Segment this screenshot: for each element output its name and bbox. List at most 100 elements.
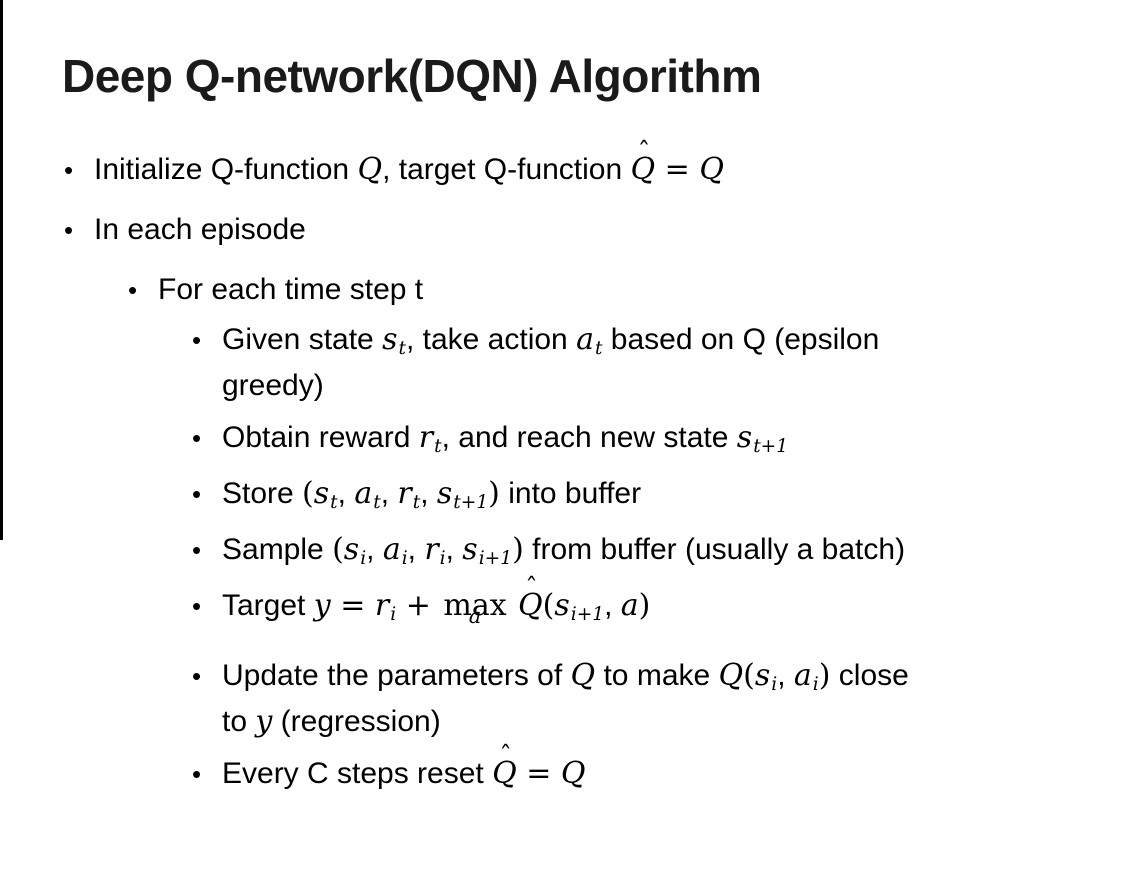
text-segment: , take action	[405, 322, 577, 356]
math-var: y	[255, 703, 273, 739]
text-segment: ,	[366, 532, 383, 566]
math-var-sub: at	[576, 321, 603, 360]
bullet-text: Store (st, at, rt, st+1) into buffer	[222, 473, 1124, 519]
math-var-sub: si	[343, 531, 367, 570]
math-var-sub: ri	[374, 587, 397, 626]
math-var-sub: at	[354, 475, 381, 514]
bullet-icon: •	[192, 478, 202, 509]
math-var-sub: rt	[418, 419, 442, 458]
math-subscript: t	[398, 338, 406, 360]
list-item: • In each episode	[0, 209, 1124, 251]
text-segment: Target	[222, 588, 314, 622]
list-item: • For each time step t	[0, 269, 1124, 311]
text-segment: ,	[420, 476, 437, 510]
math-subscript: i+1	[570, 604, 605, 626]
math-var-sub: ri	[424, 531, 446, 570]
math-op: )	[512, 531, 524, 567]
math-subscript: i	[390, 604, 397, 626]
math-subscript: t	[594, 338, 603, 360]
text-segment	[510, 589, 518, 622]
bullet-text: Sample (si, ai, ri, si+1) from buffer (u…	[222, 529, 1124, 575]
text-segment: from buffer (usually a batch)	[523, 532, 906, 566]
math-var: a	[620, 587, 639, 623]
text-segment: Update the parameters of	[222, 658, 571, 692]
operator-label: max	[443, 587, 507, 623]
text-segment: , and reach new state	[441, 420, 737, 454]
text-segment: ,	[407, 532, 425, 566]
math-op: (	[332, 531, 344, 567]
math-op: )	[488, 475, 500, 511]
hat-accent-icon: ˆ	[637, 137, 651, 168]
text-segment: Every C steps reset	[222, 756, 493, 790]
bullet-icon: •	[192, 660, 202, 691]
list-item: • Store (st, at, rt, st+1) into buffer	[0, 473, 1124, 519]
bullet-icon: •	[192, 758, 202, 789]
text-segment: ,	[777, 658, 794, 692]
bullet-icon: •	[192, 324, 202, 355]
text-segment: ,	[604, 588, 621, 622]
math-subscript: i+1	[478, 548, 513, 570]
math-var: Q	[630, 151, 656, 187]
text-segment: ,	[380, 476, 398, 510]
math-var: Q	[357, 151, 383, 187]
text-segment: For each time step t	[158, 272, 424, 306]
math-var-sub: si+1	[462, 531, 513, 570]
math-op: =	[655, 151, 700, 187]
text-segment: Sample	[222, 532, 333, 566]
text-segment: to make	[595, 658, 719, 692]
text-segment: In each episode	[94, 212, 306, 246]
slide-title: Deep Q-network(DQN) Algorithm	[62, 50, 762, 102]
math-var-sub: ai	[382, 531, 408, 570]
math-subscript: i	[812, 674, 819, 696]
math-subscript: t	[330, 492, 338, 514]
math-var: Q	[560, 755, 586, 791]
math-op: (	[542, 587, 555, 623]
text-segment: Obtain reward	[222, 420, 419, 454]
math-var-sub: ai	[793, 657, 819, 696]
bullet-icon: •	[192, 422, 202, 453]
bullet-text: Update the parameters of Q to make Q(si,…	[222, 655, 1124, 743]
text-segment: based on Q (epsilon	[602, 322, 880, 356]
hat-accent-icon: ˆ	[499, 741, 512, 772]
bullet-icon: •	[64, 154, 74, 185]
list-item: •Sample (si, ai, ri, si+1) from buffer (…	[0, 529, 1124, 575]
math-op: +	[396, 587, 441, 623]
math-subscript: t+1	[453, 492, 489, 514]
math-var: Q	[492, 755, 517, 791]
math-op: )	[818, 657, 831, 693]
math-op: (	[302, 475, 314, 511]
text-segment: ,	[337, 476, 355, 510]
math-subscript: t+1	[753, 436, 789, 458]
list-item: • Obtain reward rt, and reach new state s…	[0, 417, 1124, 463]
bullet-list: •Initialize Q-function Q, target Q-funct…	[0, 140, 1124, 795]
bullet-icon: •	[64, 214, 74, 245]
math-subscript: i	[401, 548, 408, 570]
text-segment: (regression)	[272, 704, 441, 738]
bullet-text: For each time step t	[158, 269, 1124, 311]
math-var-sub: st+1	[736, 419, 789, 458]
math-op: =	[516, 755, 561, 791]
math-subscript: t	[434, 436, 442, 458]
bullet-icon: •	[128, 274, 138, 305]
math-subscript: t	[373, 492, 381, 514]
bullet-icon: •	[192, 590, 202, 621]
math-subscript: i	[439, 548, 446, 570]
math-var: Q	[518, 587, 543, 623]
math-subscript: i	[771, 674, 778, 696]
bullet-text: Given state st, take action at based on …	[222, 319, 1124, 407]
list-item: •Initialize Q-function Q, target Q-funct…	[0, 140, 1124, 191]
math-var-sub: si	[754, 657, 778, 696]
math-op: )	[638, 587, 651, 623]
text-segment: , target Q-function	[382, 152, 631, 186]
list-item: • Given state st, take action at based on…	[0, 319, 1124, 407]
text-segment: greedy)	[222, 368, 324, 402]
text-segment: close	[830, 658, 909, 692]
math-var: y	[313, 587, 331, 623]
